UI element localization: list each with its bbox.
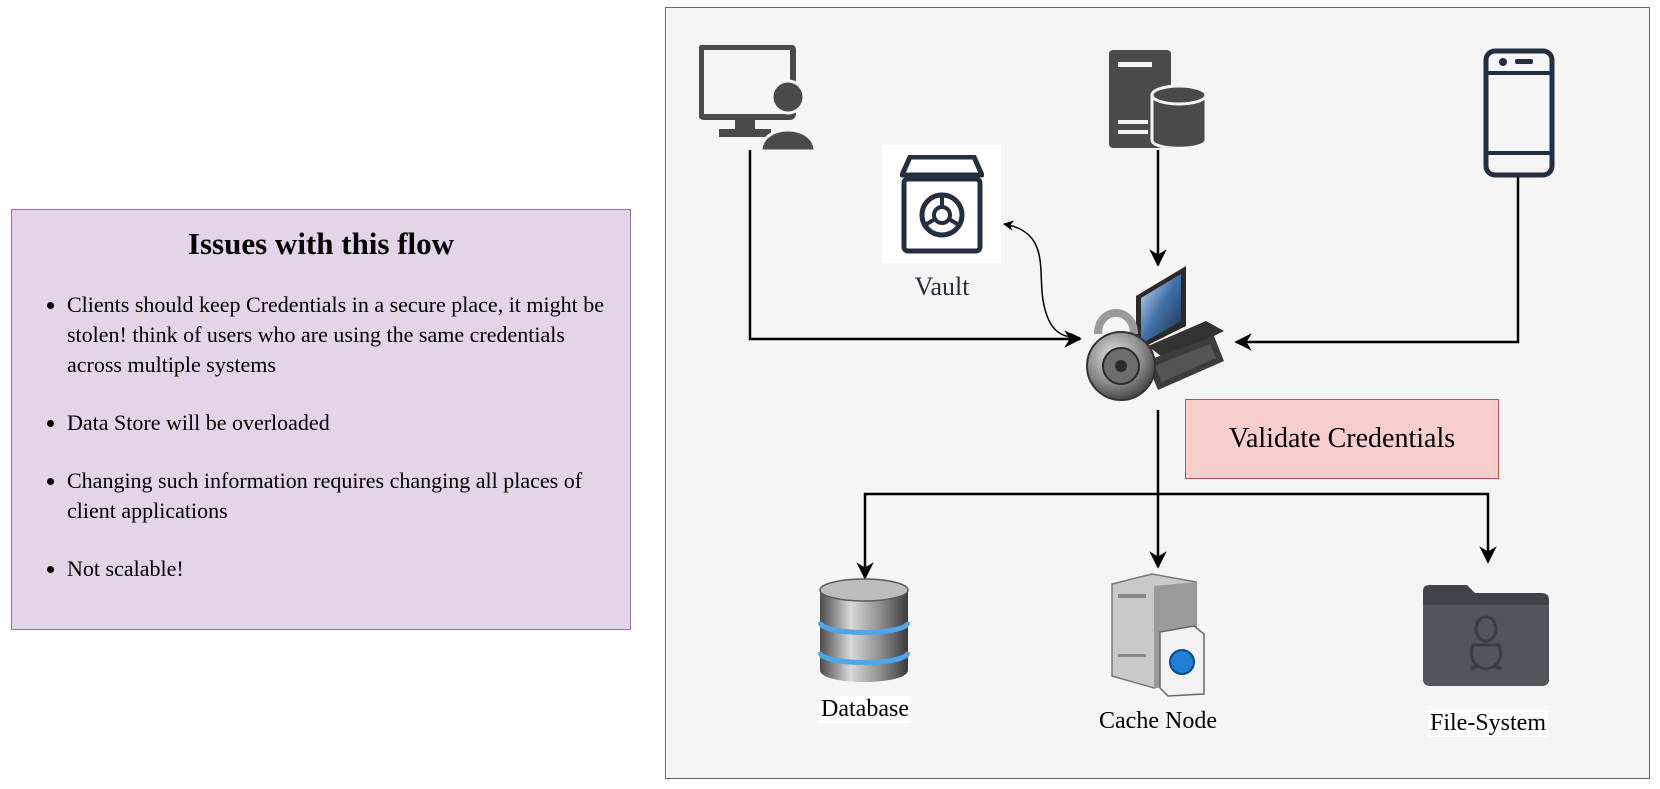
vault-label: Vault xyxy=(914,272,970,301)
issue-item: Not scalable! xyxy=(67,554,620,584)
arrow-mobile-to-auth xyxy=(1234,175,1520,351)
vault-icon xyxy=(900,155,984,254)
linux-folder-icon xyxy=(1423,585,1549,686)
arrow-auth-to-filesystem xyxy=(1158,492,1497,564)
secure-computer-icon xyxy=(1086,266,1224,401)
arrow-auth-to-database xyxy=(856,492,1158,580)
arrow-desktop-to-auth xyxy=(748,150,1082,348)
database-label: Database xyxy=(819,696,911,723)
validate-credentials-box: Validate Credentials xyxy=(1185,399,1499,479)
cache-node-label: Cache Node xyxy=(1099,708,1217,734)
desktop-user-icon xyxy=(699,45,817,151)
database-icon xyxy=(818,578,910,682)
issue-item: Clients should keep Credentials in a sec… xyxy=(67,290,620,380)
mobile-phone-icon xyxy=(1483,48,1555,178)
server-database-icon xyxy=(1109,50,1208,150)
file-system-label: File-System xyxy=(1427,710,1549,737)
issues-note: Issues with this flow Clients should kee… xyxy=(11,209,631,630)
issues-list: Clients should keep Credentials in a sec… xyxy=(34,290,620,612)
issue-item: Changing such information requires chang… xyxy=(67,466,620,526)
issues-title: Issues with this flow xyxy=(187,226,455,261)
issue-item: Data Store will be overloaded xyxy=(67,408,620,438)
cache-node-icon xyxy=(1111,573,1205,697)
arrow-vault-auth xyxy=(1002,220,1082,344)
